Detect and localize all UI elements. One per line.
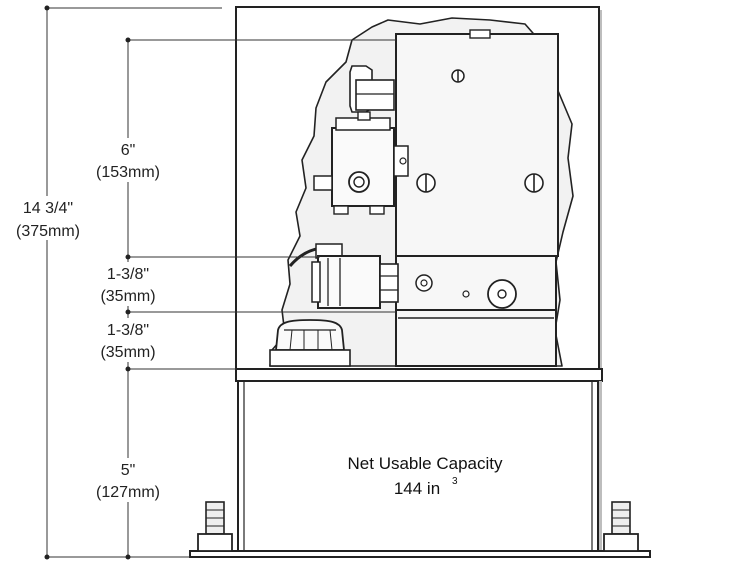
pump-body xyxy=(395,29,559,367)
dimension-upper-metric: (153mm) xyxy=(96,164,160,181)
hose-fitting xyxy=(288,243,399,309)
dimension-upper: 6" (153mm) xyxy=(96,142,160,181)
capacity-unit-superscript: 3 xyxy=(452,476,458,487)
dimension-upper-imperial: 6" xyxy=(121,142,136,159)
dimension-dots xyxy=(44,5,131,560)
dimension-middle-b: 1-3/8" (35mm) xyxy=(100,322,155,361)
mounting-bolt-icon xyxy=(603,501,639,552)
dimension-lower-imperial: 5" xyxy=(121,462,136,479)
adjust-knob-icon xyxy=(487,279,517,309)
dimension-overall: 14 3/4" (375mm) xyxy=(16,200,80,240)
mounting-bolt-icon xyxy=(197,501,233,552)
reservoir-tank xyxy=(235,368,603,552)
dimension-middle-a-imperial: 1-3/8" xyxy=(107,266,149,283)
dimension-middle-a: 1-3/8" (35mm) xyxy=(100,266,155,305)
base-plate xyxy=(189,550,651,558)
breather-cap xyxy=(269,319,351,367)
dimension-lower-metric: (127mm) xyxy=(96,484,160,501)
dimension-middle-b-imperial: 1-3/8" xyxy=(107,322,149,339)
dimension-lower: 5" (127mm) xyxy=(96,462,160,501)
screw-icon xyxy=(416,173,436,193)
dimension-overall-imperial: 14 3/4" xyxy=(23,200,73,217)
screw-icon xyxy=(451,69,465,83)
dimension-middle-b-metric: (35mm) xyxy=(100,344,155,361)
dimension-overall-metric: (375mm) xyxy=(16,223,80,240)
capacity-label: Net Usable Capacity 144 in 3 xyxy=(348,454,503,498)
capacity-title: Net Usable Capacity xyxy=(348,454,503,473)
capacity-value: 144 in xyxy=(394,479,440,498)
screw-icon xyxy=(524,173,544,193)
dimension-middle-a-metric: (35mm) xyxy=(100,288,155,305)
solenoid-valve xyxy=(313,65,409,215)
